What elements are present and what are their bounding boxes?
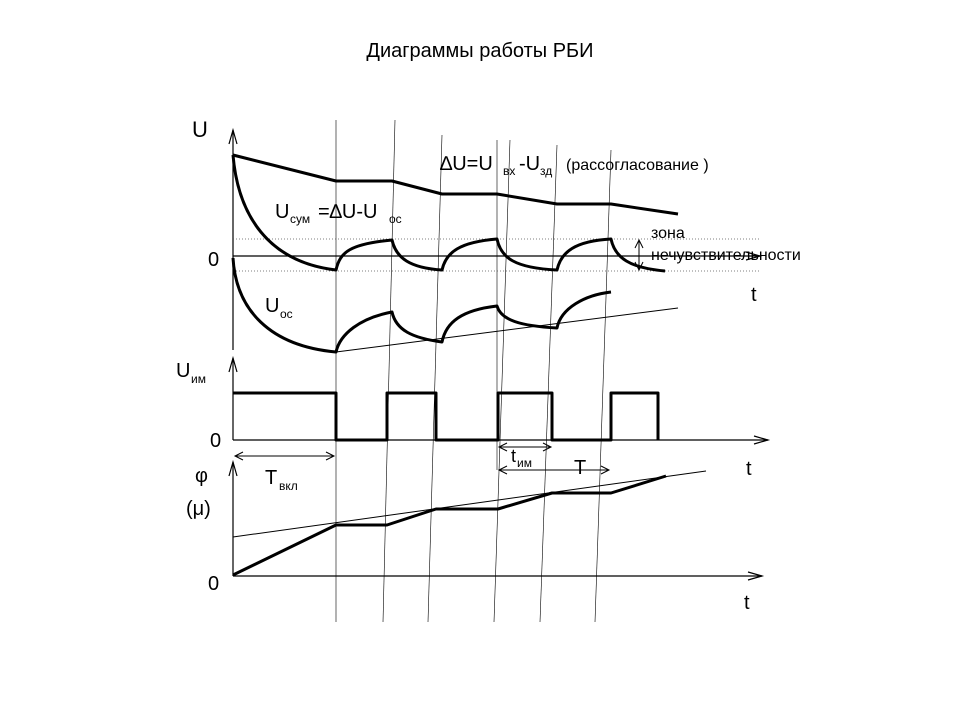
svg-text:зона: зона [651,225,685,242]
svg-text:вх: вх [503,164,515,178]
time-label-top: t [751,284,757,306]
u-axis-label: U [192,117,208,142]
top-time-axis-arrow [745,251,763,261]
svg-text:им: им [517,456,532,470]
period-dimension [497,465,611,475]
mu-label: (μ) [186,498,211,520]
time-label-bottom: t [744,592,750,614]
svg-text:зд: зд [540,164,552,178]
bottom-panel: φ (μ) 0 t [186,459,765,614]
phi-axis-arrow [228,459,238,477]
t-im-label: t им [511,446,532,470]
svg-text:U: U [275,201,289,223]
u-im-label: U им [176,360,206,386]
phi-trend-line [232,470,707,538]
zero-label-middle: 0 [210,430,221,452]
mismatch-label: (рассогласование ) [566,157,709,174]
svg-text:t: t [511,446,516,466]
svg-text:∆U=U: ∆U=U [440,153,493,175]
svg-text:сум: сум [290,212,310,226]
svg-text:=∆U-U: =∆U-U [318,201,377,223]
t-im-dimension [497,442,553,452]
middle-panel: U им 0 t T вкл t им T [176,355,771,493]
svg-text:ос: ос [280,307,293,321]
time-label-middle: t [746,458,752,480]
svg-text:U: U [265,295,279,317]
u-oc-label: U ос [265,295,293,321]
t-vkl-label: T вкл [265,467,298,493]
svg-text:вкл: вкл [279,479,298,493]
pulse-time-axis-arrow [753,435,771,445]
svg-text:U: U [176,360,190,382]
u-sum-curve [231,154,666,273]
top-panel: U 0 t ∆U=U вх -U зд (рассогласование ) U… [192,117,801,354]
svg-text:им: им [191,372,206,386]
phi-curve [232,474,667,577]
svg-text:-U: -U [519,153,540,175]
svg-text:нечувствительности: нечувствительности [651,247,801,264]
u-im-axis-arrow [228,355,238,373]
bottom-time-axis-arrow [747,571,765,581]
delta-u-curve [232,153,679,216]
delta-u-label: ∆U=U вх -U зд (рассогласование ) [440,153,709,178]
t-vkl-dimension [233,451,336,461]
u-axis-arrow [228,127,238,145]
u-sum-label: U сум =∆U-U ос [275,201,402,226]
period-label: T [574,457,586,479]
svg-text:T: T [265,467,277,489]
phi-label: φ [195,465,208,487]
pulse-train [233,391,660,442]
page-title: Диаграммы работы РБИ [366,40,594,62]
zero-label-top: 0 [208,249,219,271]
u-oc-curve [231,257,612,354]
svg-text:ос: ос [389,212,402,226]
dead-zone-label: зона нечувствительности [651,225,801,264]
u-oc-trend-line [335,307,679,353]
zero-label-bottom: 0 [208,573,219,595]
